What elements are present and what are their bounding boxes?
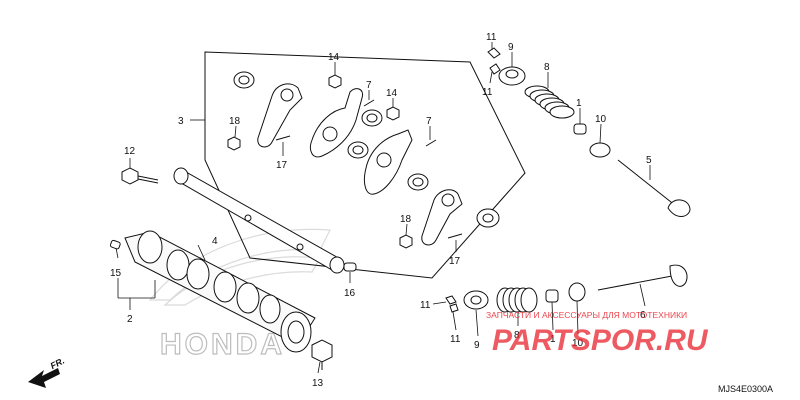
callout-8b: 8 bbox=[514, 330, 520, 341]
watermark-caption: ЗАПЧАСТИ И АКСЕССУАРЫ ДЛЯ МОТОТЕХНИКИ bbox=[486, 310, 687, 320]
diagram-code: MJS4E0300A bbox=[718, 384, 773, 394]
washer-rocker-4-hole bbox=[482, 213, 494, 223]
rocker-arm-1 bbox=[257, 83, 303, 148]
valve-retainer-lower bbox=[463, 290, 489, 310]
callout-6: 6 bbox=[640, 310, 646, 321]
rocker-arm-4 bbox=[421, 189, 463, 246]
callout-14a: 14 bbox=[328, 52, 340, 63]
spring-seat-lower bbox=[568, 282, 586, 302]
lock-nut-18a bbox=[227, 136, 241, 151]
callout-11a: 11 bbox=[486, 32, 497, 43]
rocker-arm-3 bbox=[363, 129, 413, 195]
lock-nut-14b bbox=[386, 106, 400, 121]
callout-7b: 7 bbox=[426, 116, 432, 127]
valve-stem-seal-lower bbox=[545, 289, 559, 303]
spring-seat-upper bbox=[589, 142, 611, 158]
valve-spring-lower bbox=[496, 287, 538, 313]
washer-rocker-3b-hole bbox=[366, 113, 378, 123]
lock-nut-18b bbox=[399, 234, 413, 249]
callout-17a: 17 bbox=[276, 160, 288, 171]
valve-stem-seal-upper bbox=[573, 123, 587, 135]
shaft-bolt bbox=[121, 167, 159, 185]
valve-retainer-upper bbox=[498, 66, 526, 86]
callout-16: 16 bbox=[344, 288, 356, 299]
callout-3: 3 bbox=[178, 116, 184, 127]
rocker-arm-2 bbox=[309, 88, 364, 158]
callout-5: 5 bbox=[646, 155, 652, 166]
adjust-screw-17a bbox=[275, 135, 291, 141]
washer-rocker-3-hole bbox=[412, 177, 424, 187]
callout-4: 4 bbox=[212, 236, 218, 247]
callout-9a: 9 bbox=[508, 42, 514, 53]
callout-14b: 14 bbox=[386, 88, 398, 99]
valve-upper bbox=[617, 159, 691, 217]
callout-15: 15 bbox=[110, 268, 122, 279]
callout-10b: 10 bbox=[572, 338, 584, 349]
shaft-cap bbox=[343, 262, 357, 272]
callout-2: 2 bbox=[127, 314, 133, 325]
callout-11d: 11 bbox=[450, 334, 461, 345]
washer-rocker-2-hole bbox=[352, 145, 364, 155]
camshaft-bolt bbox=[311, 339, 333, 370]
camshaft bbox=[124, 230, 316, 353]
valve-cotters-lower bbox=[445, 295, 459, 313]
callout-1a: 1 bbox=[576, 98, 582, 109]
fr-label: FR. bbox=[49, 356, 66, 372]
valve-cotters-upper bbox=[487, 47, 501, 75]
valve-spring-upper bbox=[524, 85, 575, 119]
lock-nut-14a bbox=[328, 74, 342, 89]
front-direction-arrow: FR. bbox=[28, 356, 66, 388]
adjust-screw-17b bbox=[447, 233, 463, 239]
callout-18b: 18 bbox=[400, 214, 412, 225]
valve-lower bbox=[597, 264, 688, 291]
callout-1b: 1 bbox=[550, 334, 556, 345]
callout-17b: 17 bbox=[449, 256, 461, 267]
callout-11b: 11 bbox=[482, 87, 493, 98]
callout-13: 13 bbox=[312, 378, 324, 389]
leader-lines bbox=[115, 42, 651, 374]
callout-9b: 9 bbox=[474, 340, 480, 351]
callout-7a: 7 bbox=[366, 80, 372, 91]
callout-8a: 8 bbox=[544, 62, 550, 73]
callout-10a: 10 bbox=[595, 114, 607, 125]
adjust-screw-7b bbox=[425, 139, 437, 147]
callout-11c: 11 bbox=[420, 300, 431, 311]
washer-rocker-1-hole bbox=[238, 75, 250, 85]
dowel-pin bbox=[109, 239, 121, 250]
rocker-arm-shaft bbox=[173, 167, 345, 274]
callout-12: 12 bbox=[124, 146, 136, 157]
adjust-screw-7a bbox=[363, 99, 375, 107]
watermark-logo: PARTSPOR.RU bbox=[492, 324, 709, 357]
callout-18a: 18 bbox=[229, 116, 241, 127]
honda-ghost-text: HONDA bbox=[160, 328, 285, 361]
rocker-arm-group-box bbox=[204, 51, 526, 279]
